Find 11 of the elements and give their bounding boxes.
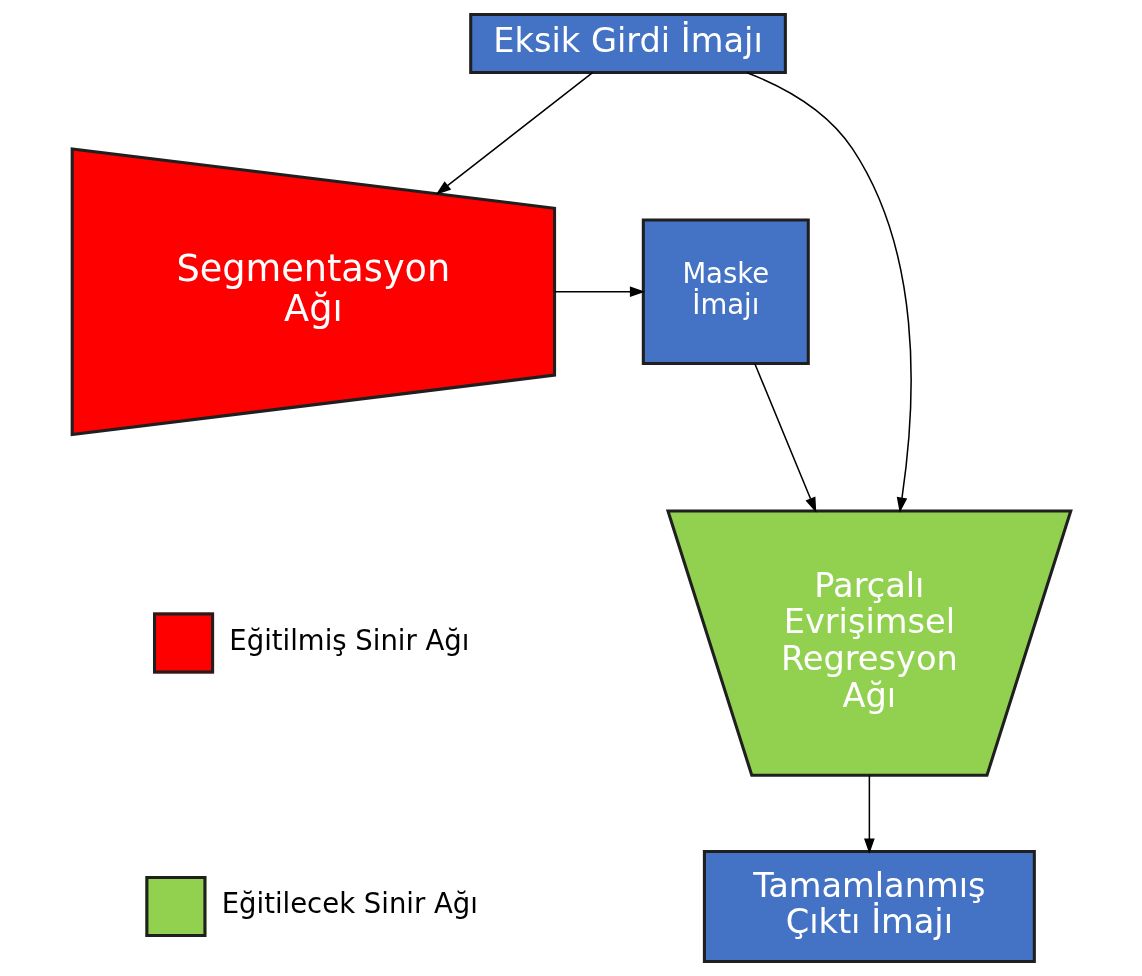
node-box: Maske İmajı xyxy=(641,218,810,366)
arrow xyxy=(553,286,645,298)
legend-label: Eğitilmiş Sinir Ağı xyxy=(228,623,469,656)
arrow xyxy=(753,362,816,513)
arrow xyxy=(863,774,875,854)
legend-label: Eğitilecek Sinir Ağı xyxy=(221,887,478,920)
node-box: Segmentasyon Ağı xyxy=(70,147,556,437)
arrow xyxy=(745,71,912,513)
node-box: Eksik Girdi İmajı xyxy=(468,12,787,75)
arrow xyxy=(435,71,593,195)
node-box: Tamamlanmış Çıktı İmajı xyxy=(702,850,1036,964)
